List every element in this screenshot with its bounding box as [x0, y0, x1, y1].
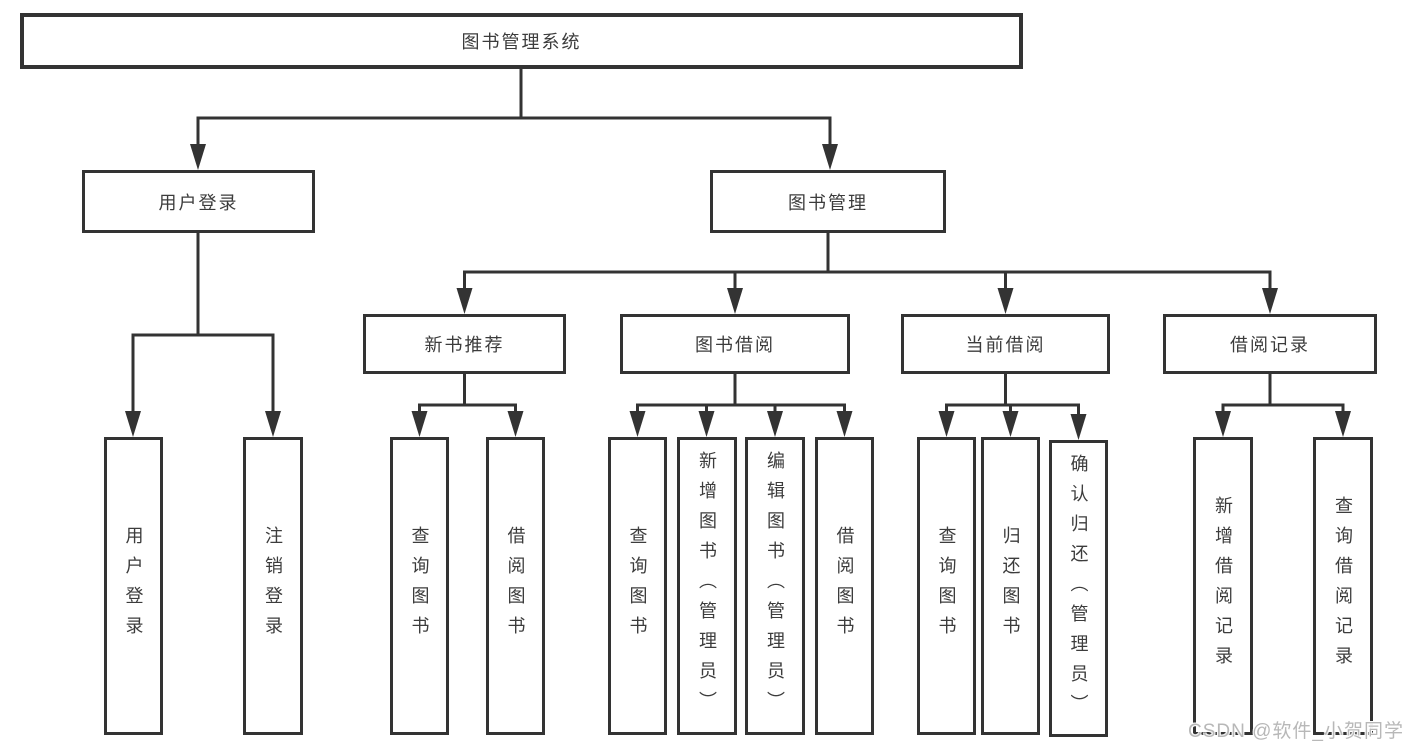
node-user-login: 用户登录	[82, 170, 315, 233]
leaf-query-books-recommend: 查询图书	[390, 437, 449, 735]
connector-book-borrow-branch	[629, 374, 853, 437]
node-borrow-records: 借阅记录	[1163, 314, 1377, 374]
connector-user-login-branch	[125, 233, 281, 437]
leaf-add-borrow-record: 新增借阅记录	[1193, 437, 1253, 735]
leaf-return-books: 归还图书	[981, 437, 1040, 735]
node-book-management: 图书管理	[710, 170, 946, 233]
leaf-borrow-books-recommend: 借阅图书	[486, 437, 545, 735]
leaf-user-login: 用户登录	[104, 437, 163, 735]
leaf-borrow-books-borrow: 借阅图书	[815, 437, 874, 735]
leaf-query-books-borrow: 查询图书	[608, 437, 667, 735]
leaf-query-borrow-record: 查询借阅记录	[1313, 437, 1373, 735]
connector-root-to-level2	[190, 69, 838, 170]
leaf-edit-book-admin: 编辑图书（管理员）	[745, 437, 805, 735]
connector-current-borrow-branch	[938, 374, 1087, 440]
node-book-borrow: 图书借阅	[620, 314, 850, 374]
watermark: CSDN @软件_小贺同学	[1188, 721, 1404, 742]
leaf-add-book-admin: 新增图书（管理员）	[677, 437, 737, 735]
connector-new-book-recommend-branch	[411, 374, 524, 437]
leaf-confirm-return-admin: 确认归还（管理员）	[1049, 440, 1108, 737]
node-current-borrow: 当前借阅	[901, 314, 1110, 374]
connector-borrow-records-branch	[1215, 374, 1351, 437]
node-root: 图书管理系统	[20, 13, 1023, 69]
connector-book-management-branch	[456, 233, 1278, 314]
node-new-book-recommend: 新书推荐	[363, 314, 566, 374]
leaf-logout: 注销登录	[243, 437, 303, 735]
leaf-query-books-current: 查询图书	[917, 437, 976, 735]
